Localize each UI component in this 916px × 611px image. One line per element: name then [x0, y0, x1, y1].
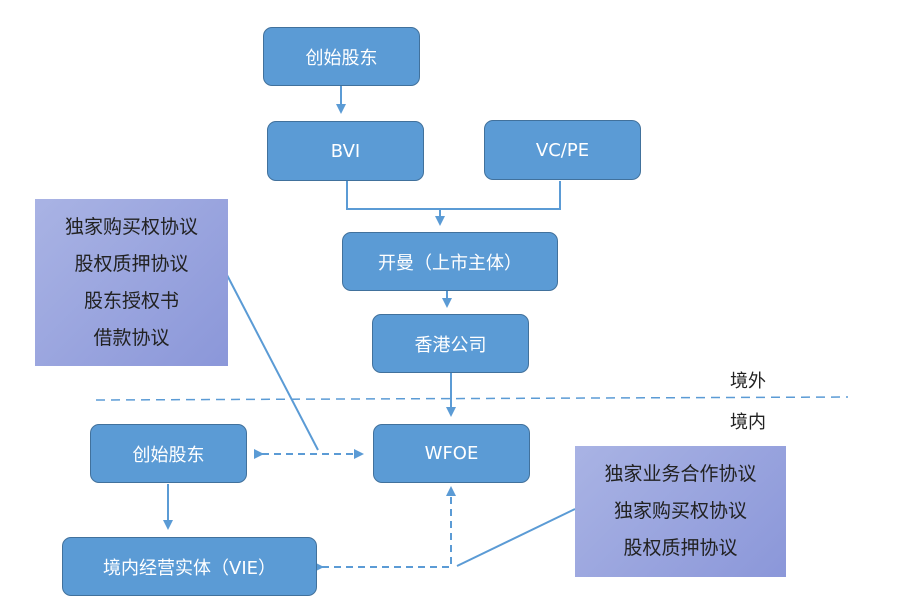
- note-right-line: 独家业务合作协议: [604, 463, 757, 485]
- note-right-line: 股权质押协议: [623, 537, 738, 559]
- agreements-note-left: 独家购买权协议 股权质押协议 股东授权书 借款协议: [35, 199, 228, 366]
- offshore-label: 境外: [730, 371, 766, 392]
- bracket-bvi-vcpe: [346, 181, 561, 210]
- note-left-line: 独家购买权协议: [64, 215, 198, 238]
- note-left-line: 股权质押协议: [74, 252, 189, 275]
- border-dashed-line: [95, 396, 849, 401]
- onshore-label: 境内: [730, 412, 766, 433]
- hk-company-box: 香港公司: [372, 314, 529, 373]
- bvi-box: BVI: [267, 121, 424, 181]
- wfoe-box: WFOE: [373, 424, 530, 483]
- founder-bottom-box: 创始股东: [90, 424, 247, 483]
- vie-box: 境内经营实体（VIE）: [62, 537, 317, 596]
- founder-top-box: 创始股东: [263, 27, 420, 86]
- note-left-line: 借款协议: [93, 326, 170, 349]
- note-right-line: 独家购买权协议: [613, 500, 747, 522]
- kaiman-box: 开曼（上市主体）: [342, 232, 558, 291]
- leader-right-note: [456, 508, 576, 567]
- leader-left-note: [226, 274, 319, 451]
- agreements-note-right: 独家业务合作协议 独家购买权协议 股权质押协议: [575, 446, 786, 577]
- note-left-line: 股东授权书: [83, 289, 179, 312]
- vc-pe-box: VC/PE: [484, 120, 641, 180]
- dashed-vie-wfoe: [314, 486, 456, 572]
